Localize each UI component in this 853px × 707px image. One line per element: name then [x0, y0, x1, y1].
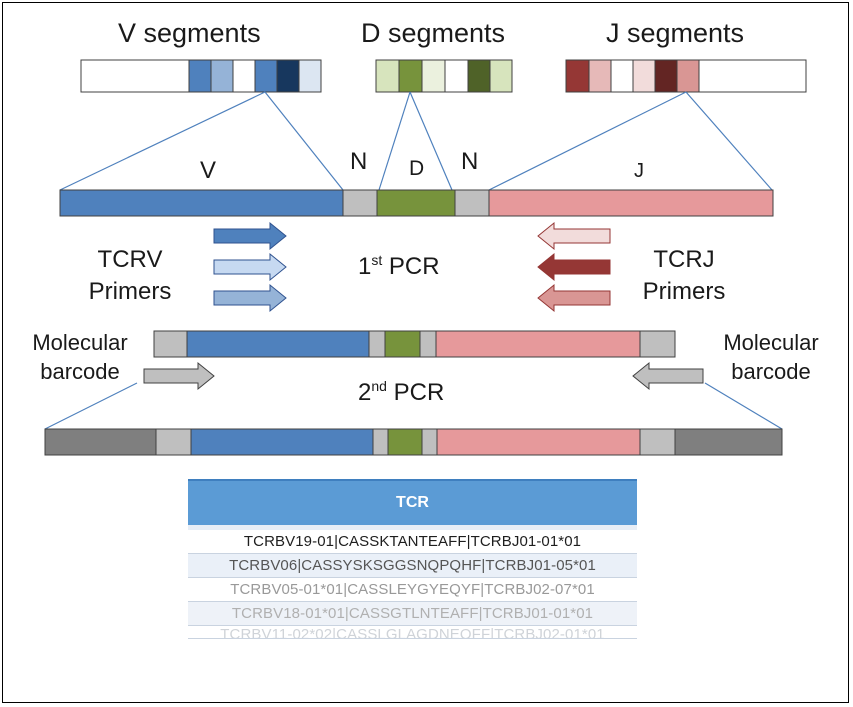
left-barcode-line1: Molecular — [32, 330, 128, 355]
right-barcode-line2: barcode — [731, 359, 811, 384]
v-region-label: V — [200, 157, 217, 184]
tcrj-primer-arrow-3 — [537, 283, 611, 313]
tcr-table-header: TCR — [188, 479, 637, 525]
first-pcr-product — [153, 330, 676, 358]
tcrv-primer-arrow-3 — [213, 283, 287, 313]
table-row: TCRBV11-02*02|CASSLGLAGDNEQFF|TCRBJ02-01… — [188, 626, 637, 639]
first-pcr-num: 1 — [358, 253, 372, 280]
left-barcode-arrow — [143, 361, 215, 391]
first-pcr-label: 1st PCR — [358, 252, 440, 281]
d-region-label: D — [409, 157, 425, 180]
tcr-table: TCR TCRBV19-01|CASSKTANTEAFF|TCRBJ01-01*… — [188, 479, 637, 639]
second-pcr-text: PCR — [386, 379, 445, 406]
d-segment-library — [375, 59, 513, 93]
right-barcode-line1: Molecular — [723, 330, 819, 355]
rearranged-vdj-gene — [59, 189, 774, 217]
tcrj-primers-line1: TCRJ — [653, 246, 715, 273]
j-segments-title: J segments — [606, 18, 745, 48]
d-region — [376, 189, 456, 217]
tcrj-primers-line2: Primers — [642, 278, 726, 305]
segment-connector-lines — [59, 91, 773, 191]
tcrv-primers-line2: Primers — [88, 278, 172, 305]
tcrv-primer-arrows — [213, 221, 287, 313]
n1-region — [342, 189, 378, 217]
right-barcode-arrow — [632, 361, 704, 391]
second-pcr-num: 2 — [358, 379, 372, 406]
tcr-table-header-divider — [188, 525, 637, 530]
right-molecular-barcode-label: Molecular barcode — [711, 330, 831, 385]
tcrj-primer-arrow-1 — [537, 221, 611, 251]
n1-region-label: N — [350, 148, 368, 175]
first-pcr-sup: st — [371, 252, 383, 268]
v-segment-library — [80, 59, 322, 93]
second-pcr-sup: nd — [371, 378, 387, 394]
j-segment-library — [565, 59, 807, 93]
tcrj-primer-arrow-2 — [537, 252, 611, 282]
n2-region — [454, 189, 490, 217]
table-row: TCRBV19-01|CASSKTANTEAFF|TCRBJ01-01*01 — [188, 530, 637, 554]
tcrv-primers-line1: TCRV — [97, 246, 163, 273]
tcrv-primer-arrow-2 — [213, 252, 287, 282]
left-molecular-barcode-label: Molecular barcode — [20, 330, 140, 385]
second-pcr-label: 2nd PCR — [358, 378, 444, 407]
left-barcode-line2: barcode — [40, 359, 120, 384]
tcrv-primers-label: TCRV Primers — [78, 246, 182, 306]
j-region-label: J — [634, 160, 644, 182]
v-segments-title: V segments — [118, 18, 261, 48]
d-segments-title: D segments — [361, 18, 506, 48]
tcrj-primer-arrows — [537, 221, 611, 313]
table-row: TCRBV05-01*01|CASSLEYGYEQYF|TCRBJ02-07*0… — [188, 578, 637, 602]
first-pcr-text: PCR — [382, 253, 440, 280]
n2-region-label: N — [461, 148, 479, 175]
tcrj-primers-label: TCRJ Primers — [632, 246, 736, 306]
barcode-connector-lines — [44, 382, 783, 430]
tcrv-primer-arrow-1 — [213, 221, 287, 251]
table-row: TCRBV18-01*01|CASSGTLNTEAFF|TCRBJ01-01*0… — [188, 602, 637, 626]
v-region — [59, 189, 344, 217]
second-pcr-product — [44, 428, 783, 456]
table-row: TCRBV06|CASSYSKSGGSNQPQHF|TCRBJ01-05*01 — [188, 554, 637, 578]
j-region — [488, 189, 774, 217]
